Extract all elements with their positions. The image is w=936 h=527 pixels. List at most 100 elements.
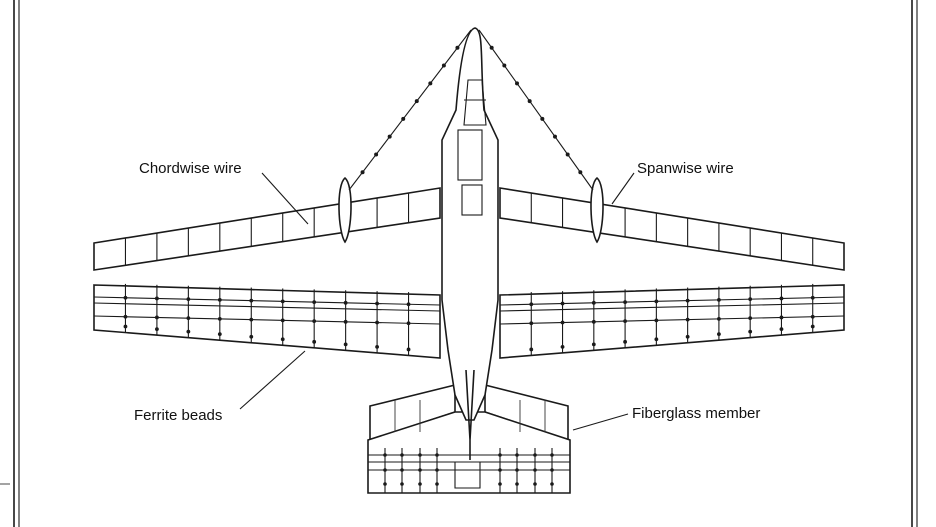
ferrite-bead	[155, 315, 159, 320]
ferrite-bead	[502, 63, 507, 68]
ferrite-bead	[249, 298, 254, 303]
ferrite-bead	[515, 468, 519, 472]
ferrite-bead	[186, 297, 191, 302]
ferrite-bead	[280, 299, 285, 304]
left-wing	[93, 187, 441, 359]
ferrite-bead	[217, 332, 222, 337]
ferrite-bead	[280, 337, 285, 342]
ferrite-bead	[685, 334, 690, 339]
ferrite-bead	[565, 152, 570, 157]
ferrite-bead	[400, 468, 404, 472]
ferrite-bead	[654, 299, 659, 304]
horizontal-tail	[367, 383, 571, 494]
ferrite-bead	[435, 482, 439, 486]
ferrite-bead	[312, 300, 317, 304]
ferrite-bead	[623, 300, 627, 304]
engine-pods	[338, 176, 604, 244]
wire-beads	[360, 45, 583, 175]
fuselage	[441, 27, 499, 460]
ferrite-bead	[401, 116, 406, 121]
leader-lines	[239, 172, 635, 431]
ferrite-bead	[360, 170, 365, 175]
ferrite-bead	[418, 468, 422, 472]
ferrite-bead	[418, 453, 422, 457]
ferrite-bead	[406, 321, 411, 326]
ferrite-bead	[529, 347, 534, 352]
ferrite-bead	[186, 329, 191, 334]
ferrite-bead	[578, 170, 583, 175]
ferrite-bead	[515, 453, 519, 457]
ferrite-bead	[435, 453, 439, 457]
ferrite-bead	[654, 318, 659, 323]
ferrite-bead	[779, 327, 784, 331]
ferrite-bead	[280, 318, 285, 323]
ferrite-bead	[186, 316, 191, 321]
ferrite-bead	[533, 482, 537, 486]
ferrite-bead	[550, 482, 554, 486]
ferrite-bead	[717, 298, 721, 302]
ferrite-bead	[654, 337, 659, 342]
ferrite-bead	[529, 302, 534, 307]
ferrite-bead	[343, 300, 348, 305]
ferrite-bead	[435, 468, 439, 472]
ferrite-bead	[418, 482, 422, 486]
ferrite-bead	[217, 298, 222, 302]
tail-ribs	[383, 400, 554, 493]
ferrite-bead	[529, 321, 534, 326]
ferrite-bead	[383, 468, 387, 472]
ferrite-bead	[717, 332, 721, 337]
ferrite-bead	[591, 342, 596, 347]
ferrite-bead	[312, 339, 317, 344]
ferrite-bead	[533, 468, 537, 472]
ferrite-bead	[498, 453, 502, 457]
ferrite-bead	[685, 298, 690, 303]
spanwise-wires	[348, 29, 594, 191]
ferrite-bead	[489, 45, 494, 50]
label-fiberglass-member: Fiberglass member	[632, 405, 760, 422]
ferrite-bead	[553, 134, 557, 139]
ferrite-bead	[249, 317, 254, 322]
ferrite-bead	[383, 453, 387, 457]
ferrite-bead	[748, 329, 753, 334]
ferrite-bead	[533, 453, 537, 457]
ferrite-bead	[779, 315, 784, 320]
ferrite-bead	[623, 319, 627, 323]
ferrite-bead	[217, 317, 222, 321]
ferrite-bead	[343, 342, 348, 347]
ferrite-bead	[343, 319, 348, 324]
ferrite-bead	[249, 334, 254, 339]
left-wing-ribs	[123, 193, 411, 356]
ferrite-bead	[387, 134, 392, 139]
ferrite-bead	[810, 324, 815, 329]
ferrite-bead	[428, 81, 433, 86]
ferrite-bead	[810, 314, 815, 319]
label-ferrite-beads: Ferrite beads	[134, 407, 222, 424]
right-wing	[499, 187, 845, 359]
ferrite-bead	[414, 99, 419, 104]
ferrite-bead	[550, 468, 554, 472]
ferrite-bead	[455, 45, 460, 50]
ferrite-bead	[123, 324, 128, 329]
ferrite-bead	[375, 320, 379, 325]
ferrite-bead	[312, 319, 317, 323]
ferrite-bead	[560, 345, 565, 349]
ferrite-bead	[810, 295, 815, 300]
ferrite-bead	[383, 482, 387, 486]
ferrite-bead	[498, 482, 502, 486]
ferrite-bead	[515, 81, 519, 86]
ferrite-bead	[498, 468, 502, 472]
ferrite-bead	[400, 482, 404, 486]
ferrite-bead	[515, 482, 519, 486]
ferrite-bead	[748, 316, 753, 321]
label-spanwise-wire: Spanwise wire	[637, 160, 734, 177]
ferrite-bead	[685, 317, 690, 322]
ferrite-bead	[374, 152, 379, 157]
ferrite-bead	[591, 319, 596, 324]
ferrite-bead	[779, 296, 784, 301]
ferrite-bead	[560, 320, 565, 325]
ferrite-bead	[400, 453, 404, 457]
ferrite-bead	[123, 295, 128, 300]
ferrite-bead	[748, 297, 753, 302]
